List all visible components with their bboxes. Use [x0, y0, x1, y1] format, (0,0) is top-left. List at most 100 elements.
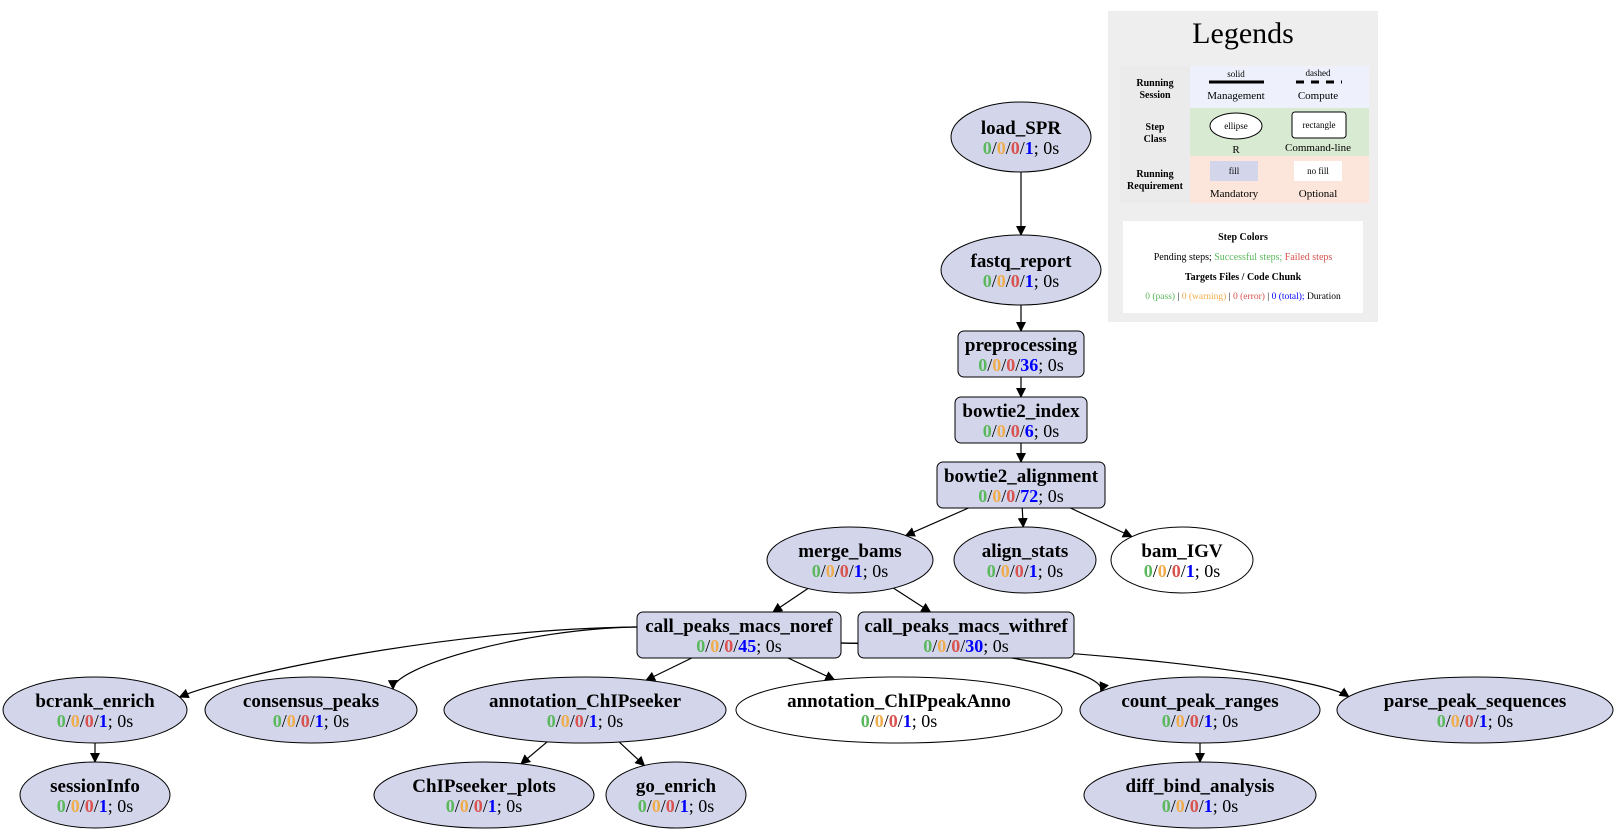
- stat-error: 0: [951, 636, 960, 656]
- stat-error: 0: [1011, 271, 1020, 291]
- stat-total: 1: [1204, 796, 1213, 816]
- stat-separator: /: [1015, 486, 1020, 506]
- stat-separator: /: [1199, 711, 1204, 731]
- stat-separator: /: [1167, 561, 1172, 581]
- stat-pass: 0: [273, 711, 282, 731]
- node-rect-shape: [857, 611, 1075, 659]
- stat-total: 1: [1479, 711, 1488, 731]
- stat-duration: ; 0s: [1038, 355, 1064, 375]
- stat-duration: ; 0s: [324, 711, 350, 731]
- row-label-bg: [1120, 156, 1190, 203]
- stat-total: 30: [965, 636, 983, 656]
- stat-total: 45: [738, 636, 756, 656]
- row-label-bg: [1120, 108, 1190, 156]
- stat-pass: 0: [978, 355, 987, 375]
- node-title: bowtie2_alignment: [944, 466, 1099, 487]
- edge-bowtie2_alignment-to-align_stats: [1017, 507, 1028, 529]
- stat-separator: /: [960, 636, 965, 656]
- stat-warning: 0: [826, 561, 835, 581]
- ellipse-tag: ellipse: [1224, 121, 1248, 131]
- stat-separator: /: [94, 796, 99, 816]
- node-stats: 0/0/0/1; 0s: [983, 138, 1060, 158]
- stat-pass: 0: [57, 711, 66, 731]
- node-stats: 0/0/0/1; 0s: [861, 711, 938, 731]
- stat-error: 0: [85, 711, 94, 731]
- stat-warning: 0: [997, 271, 1006, 291]
- stat-separator: /: [1020, 138, 1025, 158]
- stat-separator: /: [66, 711, 71, 731]
- stat-warning: 0: [992, 355, 1001, 375]
- targets-pass: 0 (pass): [1145, 291, 1175, 302]
- node-title: bcrank_enrich: [35, 691, 155, 712]
- pending-steps-text: Pending steps;: [1154, 252, 1212, 263]
- stat-separator: /: [1015, 355, 1020, 375]
- stat-warning: 0: [937, 636, 946, 656]
- stat-duration: ; 0s: [983, 636, 1009, 656]
- stat-total: 1: [680, 796, 689, 816]
- stat-separator: /: [1006, 421, 1011, 441]
- stat-pass: 0: [638, 796, 647, 816]
- stat-separator: /: [719, 636, 724, 656]
- stat-warning: 0: [1158, 561, 1167, 581]
- node-stats: 0/0/0/1; 0s: [983, 271, 1060, 291]
- stat-error: 0: [1011, 421, 1020, 441]
- node-stats: 0/0/0/1; 0s: [638, 796, 715, 816]
- stat-separator: /: [469, 796, 474, 816]
- stat-error: 0: [85, 796, 94, 816]
- node-stats: 0/0/0/1; 0s: [1162, 711, 1239, 731]
- stat-duration: ; 0s: [1488, 711, 1514, 731]
- node-ellipse-shape: [953, 526, 1097, 594]
- stat-duration: ; 0s: [1038, 561, 1064, 581]
- row-label-bg: [1120, 66, 1190, 108]
- stat-total: 72: [1020, 486, 1038, 506]
- node-rect-shape: [954, 396, 1088, 444]
- stat-separator: /: [835, 561, 840, 581]
- targets-sep-3: |: [1267, 292, 1269, 302]
- stat-separator: /: [992, 421, 997, 441]
- edge-call_peaks_macs_noref-to-annotation_ChIPpeakAnno: [787, 657, 836, 681]
- running-session-label-line2: Session: [1139, 90, 1171, 101]
- stat-separator: /: [1006, 138, 1011, 158]
- stat-warning: 0: [1451, 711, 1460, 731]
- node-title: sessionInfo: [50, 776, 140, 797]
- stat-pass: 0: [812, 561, 821, 581]
- stat-pass: 0: [983, 138, 992, 158]
- stat-warning: 0: [652, 796, 661, 816]
- stat-separator: /: [1199, 796, 1204, 816]
- edge-bowtie2_alignment-to-bam_IGV: [1070, 507, 1133, 538]
- row-bg: [1190, 66, 1369, 108]
- node-title: bam_IGV: [1141, 541, 1223, 562]
- nofill-label: Optional: [1299, 188, 1338, 200]
- edge-annotation_ChIPseeker-to-ChIPseeker_plots: [520, 741, 548, 765]
- edge-call_peaks_macs_noref-to-annotation_ChIPseeker: [645, 657, 693, 681]
- nofill-swatch: [1294, 161, 1342, 181]
- node-rect-shape: [936, 461, 1106, 509]
- node-ellipse-shape: [2, 676, 188, 744]
- stat-pass: 0: [1162, 796, 1171, 816]
- stat-separator: /: [884, 711, 889, 731]
- stat-pass: 0: [983, 421, 992, 441]
- node-stats: 0/0/0/6; 0s: [983, 421, 1060, 441]
- stat-duration: ; 0s: [108, 711, 134, 731]
- fill-swatch: [1210, 161, 1258, 181]
